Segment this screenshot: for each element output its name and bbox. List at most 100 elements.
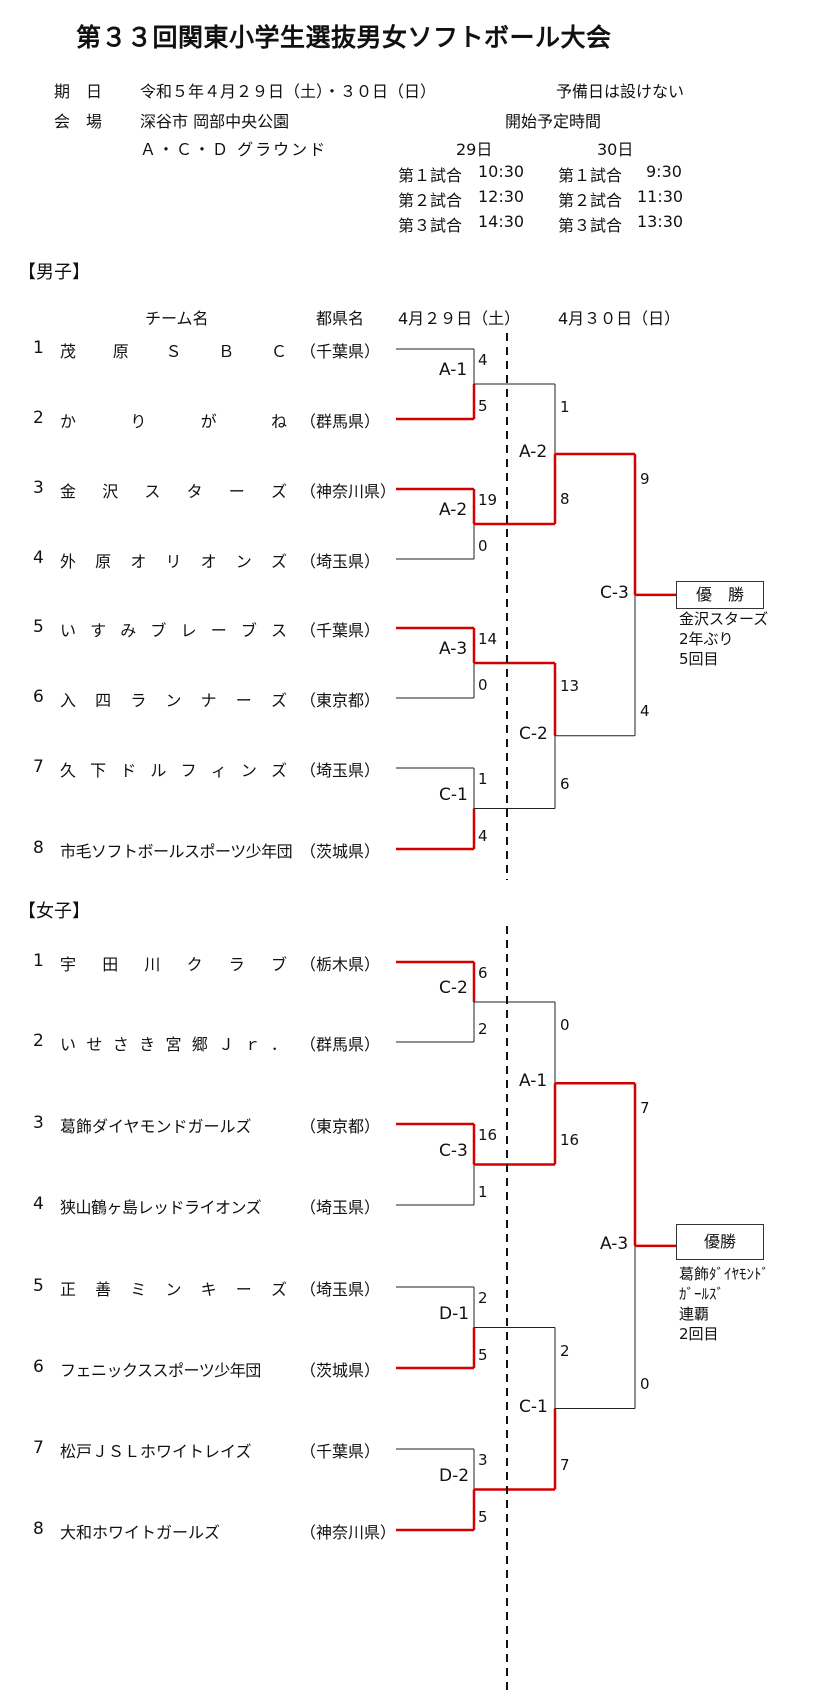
girls-team-pref: （神奈川県） [300,1523,397,1542]
team-name-char: ス [144,482,161,501]
girls-r1-match-label: C-2 [439,978,468,998]
team-name-char: レ [180,621,197,640]
team-name-char: 田 [102,955,119,974]
col-day1: 4月２９日（土） [398,309,521,328]
team-name-char: Ｓ [165,342,182,361]
team-name-char: ｒ [244,1035,261,1054]
boys-final-score: 9 [640,470,650,488]
team-name-char: ブ [150,621,167,640]
boys-r1-score: 0 [478,676,488,694]
girls-team-no: 7 [33,1438,44,1458]
day1-time3: 14:30 [478,212,525,231]
day2-game3: 第３試合 [558,216,623,235]
team-name-char: ー [235,1280,252,1299]
boys-team-pref: （東京都） [300,691,381,710]
team-name-char: タ [186,482,203,501]
team-name-char: か [60,412,77,431]
boys-r2-score: 6 [560,774,570,793]
venue-label: 会 場 [54,112,103,131]
team-name-char: ラ [228,955,245,974]
day1-time2: 12:30 [478,187,525,206]
girls-champion-box: 優勝 [676,1223,764,1260]
team-name-char: Ｂ [218,342,235,361]
boys-champion-note: 2年ぶり [679,629,734,648]
girls-team-name: 狭山鶴ヶ島レッドライオンズ [60,1198,262,1217]
team-name-char: ス [270,621,287,640]
girls-team-pref: （埼玉県） [300,1280,381,1299]
team-name-char: ィ [210,761,227,780]
girls-r1-score: 3 [478,1451,488,1469]
girls-r1-score: 6 [478,964,488,982]
boys-team-pref: （千葉県） [300,342,381,361]
girls-team-name: 正善ミンキーズ [60,1276,287,1300]
girls-r1-match-label: D-1 [439,1303,470,1324]
boys-team-pref: （埼玉県） [300,552,381,571]
boys-final-match-label: C-3 [600,582,629,603]
boys-r2-score: 1 [560,398,570,416]
girls-r2-score: 16 [560,1130,580,1149]
girls-final-score: 7 [640,1099,650,1118]
girls-champion-note: 2回目 [679,1324,719,1343]
team-name-char: キ [200,1280,217,1299]
team-name-char: り [130,412,147,431]
boys-team-name: 金沢スターズ [60,478,287,502]
girls-champion-note: 連覇 [679,1304,710,1323]
team-name-char: Ｃ [270,342,287,361]
boys-final-score: 4 [640,701,650,720]
team-name-char: せ [86,1035,103,1054]
girls-r2-score: 2 [560,1341,570,1360]
team-name-char: ブ [270,955,287,974]
girls-final-match-label: A-3 [600,1233,629,1254]
team-name-char: ズ [270,482,287,501]
girls-final-score: 0 [640,1374,650,1393]
boys-team-name: 久下ドルフィンズ [60,757,287,781]
team-name-char: さ [112,1035,129,1054]
boys-team-name: 外原オリオンズ [60,548,287,572]
girls-team-no: 3 [33,1113,44,1133]
day2-time1: 9:30 [646,162,682,181]
team-name-char: 宮 [165,1035,182,1054]
girls-r2-score: 7 [560,1455,570,1474]
team-name-char: み [120,621,137,640]
boys-r2-match-label: C-2 [519,723,548,744]
team-name-char: オ [200,552,217,571]
girls-team-name: フェニックススポーツ少年団 [60,1361,261,1380]
team-name-char: ナ [200,691,217,710]
girls-r1-score: 2 [478,1020,488,1038]
girls-r1-score: 1 [478,1183,488,1201]
team-name-char: 外 [60,552,77,571]
team-name-char: フ [180,761,197,780]
boys-r2-match-label: A-2 [519,442,548,462]
team-name-char: い [60,621,77,640]
day2-game2: 第２試合 [558,191,623,210]
girls-r2-score: 0 [560,1016,570,1034]
boys-team-no: 1 [33,338,44,358]
boys-r1-score: 4 [478,827,488,845]
boys-team-no: 3 [33,478,44,498]
boys-team-no: 5 [33,617,44,637]
team-name-char: 郷 [191,1035,208,1054]
col-day2: 4月３０日（日） [558,309,681,328]
boys-r2-score: 8 [560,490,570,508]
girls-team-no: 5 [33,1276,44,1296]
boys-r1-score: 1 [478,770,488,788]
day1-game2: 第２試合 [398,191,463,210]
schedule-day1: 29日 [456,140,493,159]
day2-game1: 第１試合 [558,166,623,185]
girls-r2-match-label: A-1 [519,1071,548,1092]
boys-champion-note: 金沢スターズ [679,609,769,628]
team-name-char: Ｊ [218,1035,235,1054]
boys-team-no: 8 [33,838,44,858]
boys-heading: 【男子】 [18,262,90,283]
team-name-char: ミ [130,1280,147,1299]
boys-r1-match-label: A-3 [439,639,468,659]
boys-r2-score: 13 [560,677,580,695]
girls-team-no: 4 [33,1194,44,1214]
girls-r1-score: 2 [478,1289,488,1307]
team-name-char: ブ [240,621,257,640]
boys-team-no: 4 [33,548,44,568]
team-name-char: 四 [95,691,112,710]
boys-team-no: 7 [33,757,44,777]
team-name-char: 入 [60,691,77,710]
